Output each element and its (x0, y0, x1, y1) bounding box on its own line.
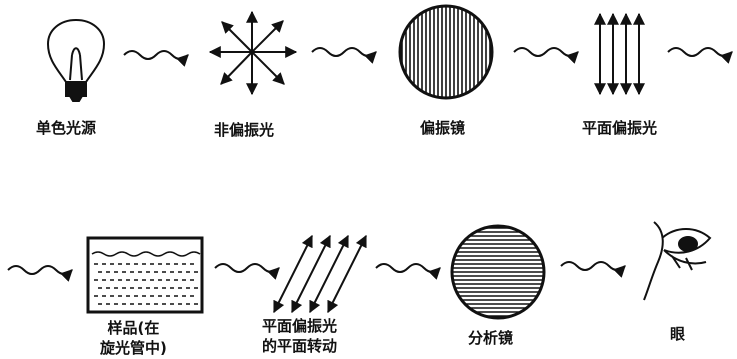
plane-polarized-label: 平面偏振光 (582, 119, 658, 137)
eye-label: 眼 (670, 325, 686, 343)
unpolarized-light-label: 非偏振光 (214, 121, 275, 139)
sample-label: 样品(在 旋光管中) (100, 318, 167, 358)
wave-arrow-6 (214, 263, 280, 280)
light-source-label: 单色光源 (36, 119, 97, 137)
plane-polarized-icon (594, 12, 645, 96)
wave-arrow-3 (513, 47, 579, 64)
wave-arrow-1 (123, 50, 189, 67)
wave-arrow-4 (667, 47, 733, 64)
polarizer-label: 偏振镜 (420, 119, 466, 137)
rotated-plane-label: 平面偏振光 的平面转动 (262, 316, 337, 356)
rotated-plane-polarized-icon (273, 234, 367, 314)
wave-arrow-7 (375, 263, 441, 280)
light-bulb-icon (46, 18, 106, 102)
wave-arrow-8 (560, 261, 626, 278)
polarizer-disc (398, 4, 494, 100)
eye-icon (643, 221, 712, 301)
analyzer-label: 分析镜 (468, 329, 514, 347)
wave-arrow-2 (311, 47, 377, 64)
sample-label-line2: 旋光管中) (100, 339, 167, 357)
sample-label-line1: 样品(在 (107, 319, 160, 337)
unpolarized-light-icon (208, 10, 298, 96)
analyzer-disc (450, 224, 546, 320)
sample-tube (86, 236, 204, 314)
rotated-plane-label-line1: 平面偏振光 (262, 317, 338, 335)
rotated-plane-label-line2: 的平面转动 (262, 337, 338, 355)
wave-arrow-5 (7, 265, 73, 282)
